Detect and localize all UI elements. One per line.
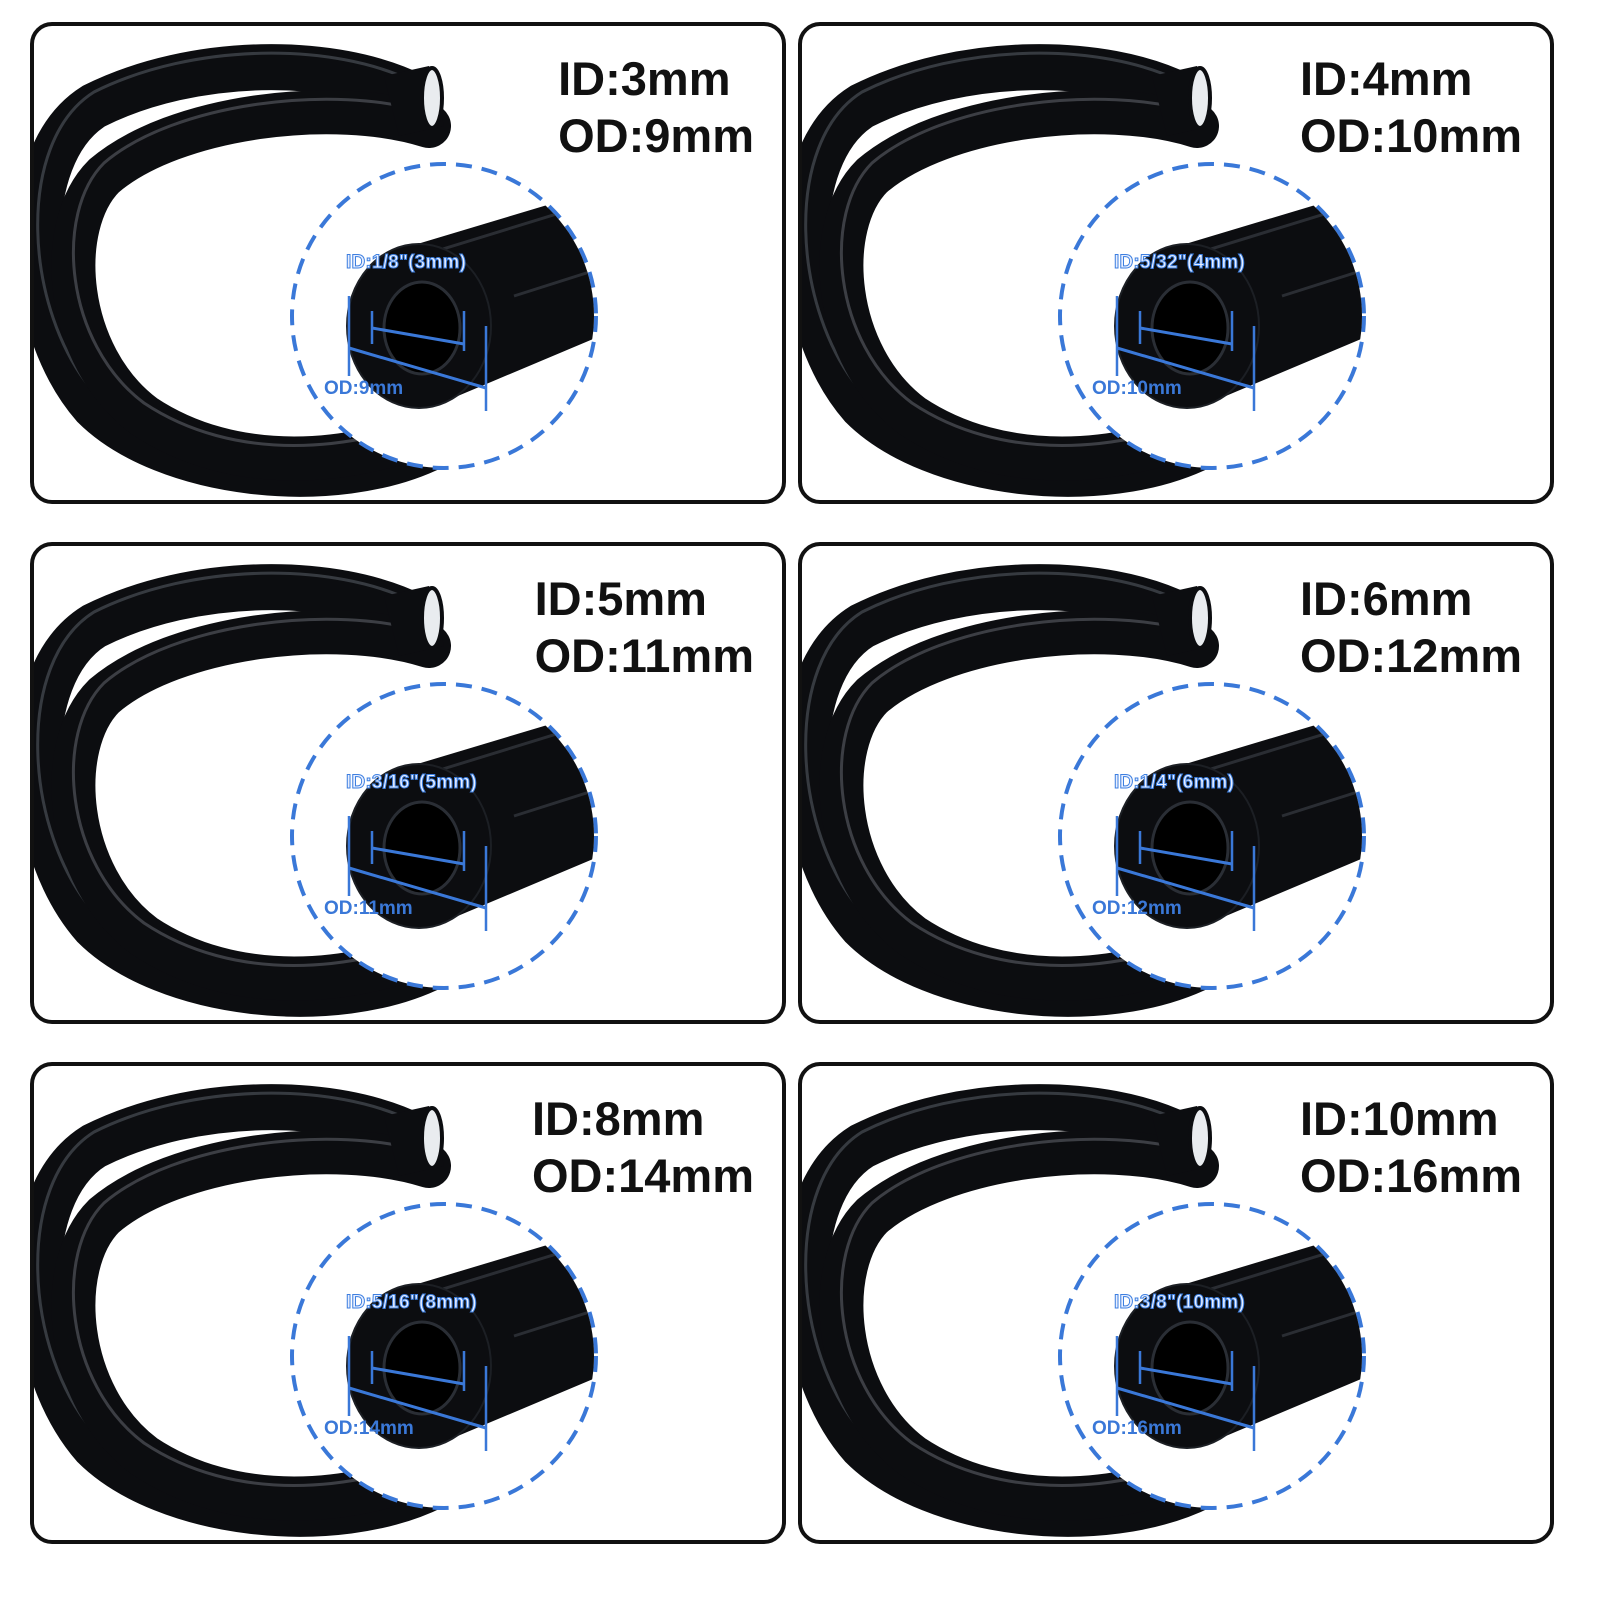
inner-diameter-label: ID:1/4"(6mm) bbox=[1113, 772, 1235, 794]
inner-diameter-title: ID:5mm bbox=[534, 572, 707, 625]
size-panel-6: ID:10mm OD:16mm ID:3/8"(10mm) OD:16mm bbox=[798, 1062, 1554, 1544]
tube-cross-section-icon bbox=[1114, 1231, 1362, 1449]
tube-illustration bbox=[34, 1084, 598, 1537]
outer-diameter-title: OD:16mm bbox=[1299, 1149, 1522, 1202]
measurement-lines bbox=[347, 1336, 488, 1451]
outer-diameter-title: OD:12mm bbox=[1299, 629, 1522, 682]
size-title: ID:4mm OD:10mm bbox=[1300, 50, 1522, 164]
measurement-lines bbox=[347, 816, 488, 931]
inner-diameter-label: ID:3/16"(5mm) bbox=[346, 772, 478, 794]
inner-diameter-title: ID:3mm bbox=[558, 52, 731, 105]
measurement-lines bbox=[1115, 1336, 1256, 1451]
tube-coil-icon bbox=[34, 44, 466, 497]
tube-illustration bbox=[34, 44, 598, 497]
tube-cross-section-icon bbox=[346, 191, 594, 409]
size-title: ID:5mm OD:11mm bbox=[535, 570, 754, 684]
inner-diameter-label: ID:5/32"(4mm) bbox=[1114, 252, 1246, 274]
size-panel-3: ID:5mm OD:11mm ID:3/16"(5mm) OD:11mm bbox=[30, 542, 786, 1024]
tube-cross-section-icon bbox=[1114, 711, 1362, 929]
tube-coil-icon bbox=[802, 44, 1234, 497]
outer-diameter-label: OD:16mm bbox=[1092, 1418, 1182, 1439]
outer-diameter-label: OD:10mm bbox=[1092, 378, 1182, 399]
outer-diameter-title: OD:10mm bbox=[1299, 109, 1522, 162]
tube-illustration bbox=[802, 44, 1366, 497]
inner-diameter-title: ID:8mm bbox=[531, 1092, 705, 1145]
tube-coil-icon bbox=[34, 564, 466, 1017]
inner-diameter-label: ID:3/8"(10mm) bbox=[1114, 1292, 1246, 1314]
outer-diameter-title: OD:14mm bbox=[531, 1149, 754, 1202]
outer-diameter-label: OD:9mm bbox=[324, 378, 404, 399]
size-title: ID:8mm OD:14mm bbox=[532, 1090, 754, 1204]
tube-illustration bbox=[802, 564, 1366, 1017]
measurement-lines bbox=[1115, 296, 1256, 411]
tube-illustration bbox=[34, 564, 598, 1017]
tube-cross-section-icon bbox=[1114, 191, 1362, 409]
tube-cross-section-icon bbox=[346, 711, 594, 929]
outer-diameter-title: OD:9mm bbox=[558, 109, 754, 162]
outer-diameter-label: OD:14mm bbox=[324, 1418, 414, 1439]
inner-diameter-title: ID:10mm bbox=[1299, 1092, 1499, 1145]
size-panel-4: ID:6mm OD:12mm ID:1/4"(6mm) OD:12mm bbox=[798, 542, 1554, 1024]
tube-coil-icon bbox=[34, 1084, 466, 1537]
size-panel-5: ID:8mm OD:14mm ID:5/16"(8mm) OD:14mm bbox=[30, 1062, 786, 1544]
measurement-lines bbox=[1115, 816, 1256, 931]
size-panel-2: ID:4mm OD:10mm ID:5/32"(4mm) OD:10mm bbox=[798, 22, 1554, 504]
inner-diameter-label: ID:1/8"(3mm) bbox=[345, 252, 467, 274]
tube-cross-section-icon bbox=[346, 1231, 594, 1449]
inner-diameter-title: ID:6mm bbox=[1299, 572, 1473, 625]
size-title: ID:3mm OD:9mm bbox=[558, 50, 754, 164]
outer-diameter-label: OD:11mm bbox=[324, 898, 413, 919]
tube-illustration bbox=[802, 1084, 1366, 1537]
outer-diameter-title: OD:11mm bbox=[534, 629, 754, 682]
tube-coil-icon bbox=[802, 1084, 1234, 1537]
size-panel-1: ID:3mm OD:9mm ID:1/8"(3mm) OD:9mm bbox=[30, 22, 786, 504]
size-title: ID:10mm OD:16mm bbox=[1300, 1090, 1522, 1204]
measurement-lines bbox=[347, 296, 488, 411]
inner-diameter-label: ID:5/16"(8mm) bbox=[346, 1292, 478, 1314]
inner-diameter-title: ID:4mm bbox=[1299, 52, 1473, 105]
tube-coil-icon bbox=[802, 564, 1234, 1017]
outer-diameter-label: OD:12mm bbox=[1092, 898, 1182, 919]
size-title: ID:6mm OD:12mm bbox=[1300, 570, 1522, 684]
